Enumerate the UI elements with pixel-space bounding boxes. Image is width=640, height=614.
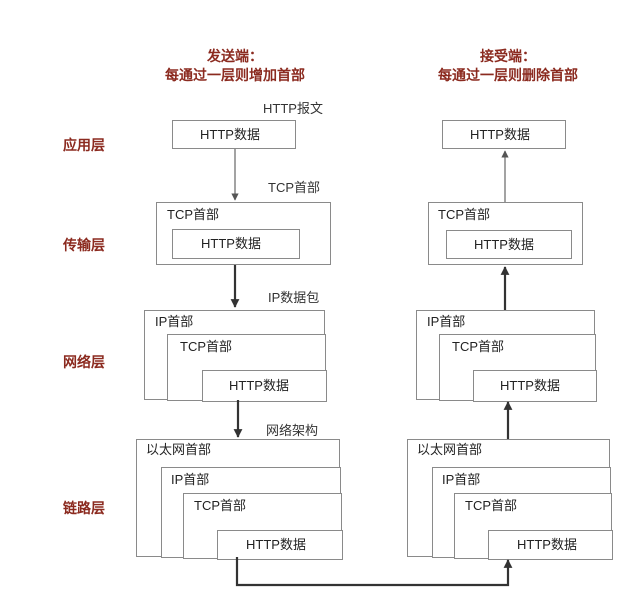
http-data-label: HTTP数据 xyxy=(500,378,560,393)
receiver-tcp-http-data-box: HTTP数据 xyxy=(446,230,572,259)
ethernet-header-label: 以太网首部 xyxy=(417,442,483,457)
http-data-label: HTTP数据 xyxy=(246,537,306,552)
tcp-header-label: TCP首部 xyxy=(465,498,518,513)
receiver-link-tcp-box: TCP首部 HTTP数据 xyxy=(454,493,613,560)
arrow-sender-to-receiver xyxy=(235,557,513,587)
http-data-label: HTTP数据 xyxy=(201,236,261,251)
receiver-header: 接受端： 每通过一层则删除首部 xyxy=(408,47,608,85)
ip-header-label: IP首部 xyxy=(171,472,210,487)
http-data-label: HTTP数据 xyxy=(229,378,289,393)
sender-header-title: 发送端： xyxy=(207,48,263,64)
layer-application: 应用层 xyxy=(63,137,105,153)
annotation-http-message: HTTP报文 xyxy=(263,101,323,116)
receiver-link-http-data-box: HTTP数据 xyxy=(488,530,613,560)
sender-tcp-segment-box: TCP首部 HTTP数据 xyxy=(156,202,331,265)
http-data-label: HTTP数据 xyxy=(200,127,260,142)
sender-link-http-data-box: HTTP数据 xyxy=(217,530,343,560)
annotation-network-frame: 网络架构 xyxy=(266,423,319,438)
tcp-header-label: TCP首部 xyxy=(180,339,233,354)
http-data-label: HTTP数据 xyxy=(517,537,577,552)
ethernet-header-label: 以太网首部 xyxy=(146,442,212,457)
annotation-tcp-header: TCP首部 xyxy=(268,180,321,195)
tcp-header-label: TCP首部 xyxy=(194,498,247,513)
sender-link-tcp-box: TCP首部 HTTP数据 xyxy=(183,493,343,560)
receiver-header-subtitle: 每通过一层则删除首部 xyxy=(438,67,578,83)
tcp-header-label: TCP首部 xyxy=(452,339,505,354)
tcp-header-label: TCP首部 xyxy=(167,207,220,222)
ip-header-label: IP首部 xyxy=(155,314,194,329)
sender-tcp-http-data-box: HTTP数据 xyxy=(172,229,300,259)
sender-app-http-data-box: HTTP数据 xyxy=(172,120,296,149)
sender-header: 发送端： 每通过一层则增加首部 xyxy=(135,47,335,85)
receiver-tcp-segment-box: TCP首部 HTTP数据 xyxy=(428,202,583,265)
receiver-ethernet-frame-box: 以太网首部 IP首部 TCP首部 HTTP数据 xyxy=(407,439,613,560)
ip-header-label: IP首部 xyxy=(442,472,481,487)
receiver-ip-tcp-box: TCP首部 HTTP数据 xyxy=(439,334,597,402)
layer-transport: 传输层 xyxy=(63,237,105,253)
sender-ethernet-frame-box: 以太网首部 IP首部 TCP首部 HTTP数据 xyxy=(136,439,343,560)
tcp-header-label: TCP首部 xyxy=(438,207,491,222)
receiver-ip-packet-box: IP首部 TCP首部 HTTP数据 xyxy=(416,310,597,402)
sender-ip-tcp-box: TCP首部 HTTP数据 xyxy=(167,334,327,402)
annotation-ip-packet: IP数据包 xyxy=(268,290,320,305)
layer-link: 链路层 xyxy=(63,500,105,516)
ip-header-label: IP首部 xyxy=(427,314,466,329)
http-data-label: HTTP数据 xyxy=(474,237,534,252)
sender-ip-http-data-box: HTTP数据 xyxy=(202,370,327,402)
receiver-header-title: 接受端： xyxy=(480,48,536,64)
sender-header-subtitle: 每通过一层则增加首部 xyxy=(165,67,305,83)
receiver-link-ip-box: IP首部 TCP首部 HTTP数据 xyxy=(432,467,613,560)
layer-network: 网络层 xyxy=(63,354,105,370)
http-data-label: HTTP数据 xyxy=(470,127,530,142)
sender-ip-packet-box: IP首部 TCP首部 HTTP数据 xyxy=(144,310,327,402)
receiver-ip-http-data-box: HTTP数据 xyxy=(473,370,597,402)
sender-link-ip-box: IP首部 TCP首部 HTTP数据 xyxy=(161,467,343,560)
receiver-app-http-data-box: HTTP数据 xyxy=(442,120,566,149)
